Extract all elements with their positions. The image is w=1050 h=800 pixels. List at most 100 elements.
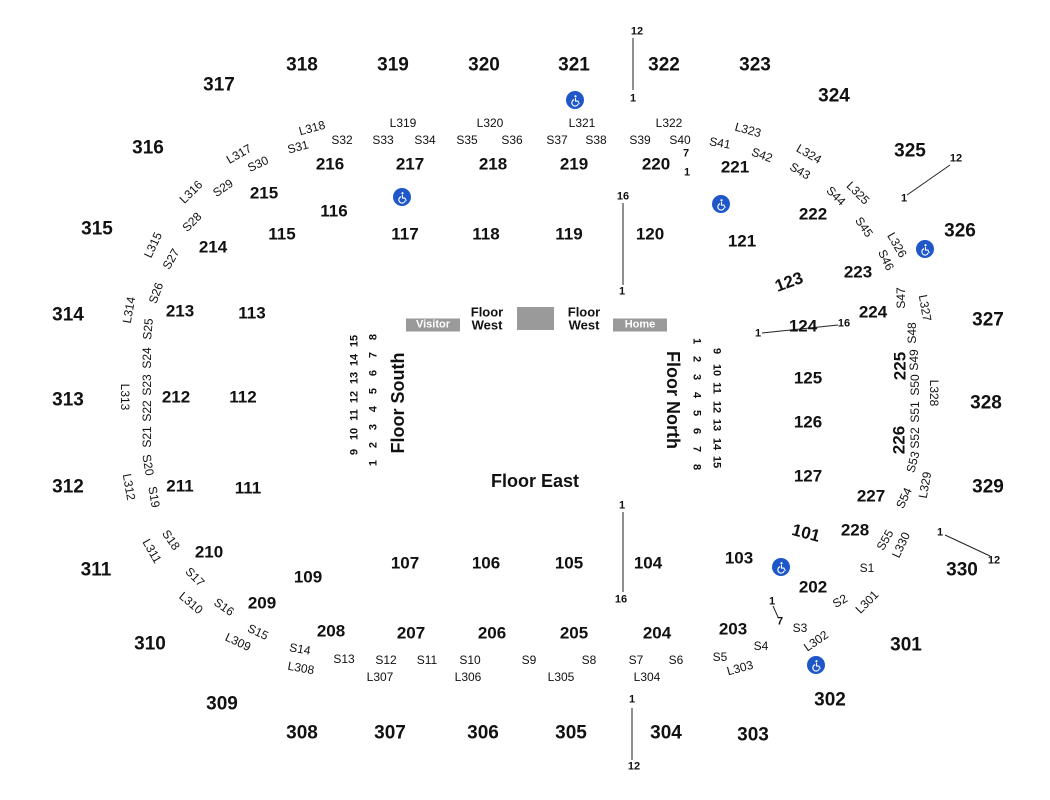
section-227[interactable]: 227 — [856, 486, 886, 506]
section-210[interactable]: 210 — [194, 542, 224, 562]
suite-S9[interactable]: S9 — [521, 653, 537, 667]
loge-L328[interactable]: L328 — [927, 379, 941, 407]
section-216[interactable]: 216 — [315, 154, 345, 174]
suite-S7[interactable]: S7 — [628, 653, 644, 667]
suite-S10[interactable]: S10 — [459, 653, 481, 667]
section-319[interactable]: 319 — [377, 54, 409, 76]
section-310[interactable]: 310 — [134, 633, 166, 655]
suite-S8[interactable]: S8 — [581, 653, 597, 667]
floor-north-label[interactable]: Floor North — [663, 351, 683, 449]
section-202[interactable]: 202 — [798, 577, 828, 597]
section-221[interactable]: 221 — [720, 157, 750, 177]
floor-south-row-number[interactable]: 1 — [367, 459, 380, 467]
suite-S1[interactable]: S1 — [859, 561, 875, 575]
section-117[interactable]: 117 — [391, 224, 419, 244]
suite-S32[interactable]: S32 — [331, 133, 353, 147]
row-number[interactable]: 12 — [627, 760, 641, 773]
section-329[interactable]: 329 — [972, 476, 1004, 498]
floor-north-row-number[interactable]: 8 — [690, 463, 703, 471]
floor-north-row-number[interactable]: 13 — [710, 418, 723, 432]
section-116[interactable]: 116 — [320, 201, 348, 221]
section-220[interactable]: 220 — [641, 154, 671, 174]
suite-S51[interactable]: S51 — [908, 401, 922, 423]
loge-L320[interactable]: L320 — [476, 116, 504, 130]
section-223[interactable]: 223 — [843, 262, 873, 282]
floor-south-row-number[interactable]: 7 — [367, 351, 380, 359]
section-302[interactable]: 302 — [814, 689, 846, 711]
section-312[interactable]: 312 — [52, 476, 84, 498]
row-number[interactable]: 12 — [949, 152, 963, 165]
floor-north-row-number[interactable]: 3 — [690, 373, 703, 381]
floor-south-row-number[interactable]: 6 — [367, 369, 380, 377]
row-number[interactable]: 12 — [987, 554, 1001, 567]
floor-north-row-number[interactable]: 12 — [710, 400, 723, 413]
floor-north-row-number[interactable]: 11 — [710, 382, 723, 394]
suite-S22[interactable]: S22 — [140, 400, 154, 422]
section-323[interactable]: 323 — [739, 54, 771, 76]
suite-S34[interactable]: S34 — [414, 133, 436, 147]
floor-north-row-number[interactable]: 7 — [690, 445, 703, 453]
section-104[interactable]: 104 — [633, 553, 663, 573]
floor-south-row-number[interactable]: 2 — [367, 441, 380, 449]
section-204[interactable]: 204 — [642, 623, 672, 643]
suite-S11[interactable]: S11 — [416, 653, 438, 667]
floor-north-row-number[interactable]: 14 — [710, 437, 723, 450]
suite-S40[interactable]: S40 — [669, 133, 691, 147]
suite-S49[interactable]: S49 — [907, 349, 921, 371]
suite-S37[interactable]: S37 — [546, 133, 568, 147]
section-314[interactable]: 314 — [52, 304, 84, 326]
section-113[interactable]: 113 — [238, 303, 266, 323]
section-127[interactable]: 127 — [793, 466, 823, 486]
suite-S48[interactable]: S48 — [905, 322, 919, 344]
suite-S47[interactable]: S47 — [894, 287, 908, 309]
section-206[interactable]: 206 — [477, 623, 507, 643]
suite-S6[interactable]: S6 — [668, 653, 684, 667]
floor-south-row-number[interactable]: 8 — [367, 333, 380, 341]
section-228[interactable]: 228 — [840, 520, 870, 540]
section-211[interactable]: 211 — [166, 476, 194, 496]
section-120[interactable]: 120 — [635, 224, 665, 244]
section-225[interactable]: 225 — [890, 351, 910, 381]
section-305[interactable]: 305 — [555, 722, 587, 744]
section-209[interactable]: 209 — [247, 593, 277, 613]
floor-south-label[interactable]: Floor South — [388, 352, 408, 454]
floor-north-row-number[interactable]: 5 — [690, 409, 703, 417]
loge-L319[interactable]: L319 — [389, 116, 417, 130]
section-321[interactable]: 321 — [558, 54, 590, 76]
section-301[interactable]: 301 — [890, 634, 922, 656]
section-109[interactable]: 109 — [293, 567, 323, 587]
section-322[interactable]: 322 — [648, 54, 680, 76]
loge-L305[interactable]: L305 — [547, 670, 575, 684]
floor-west-label[interactable]: Floor — [470, 304, 504, 320]
floor-west-label[interactable]: Floor — [567, 304, 601, 320]
section-121[interactable]: 121 — [727, 231, 757, 251]
section-309[interactable]: 309 — [206, 693, 238, 715]
section-208[interactable]: 208 — [316, 621, 346, 641]
section-119[interactable]: 119 — [555, 224, 583, 244]
section-105[interactable]: 105 — [554, 553, 584, 573]
row-number[interactable]: 1 — [768, 595, 776, 608]
loge-L304[interactable]: L304 — [633, 670, 661, 684]
section-317[interactable]: 317 — [203, 74, 235, 96]
section-325[interactable]: 325 — [894, 140, 926, 162]
suite-S19[interactable]: S19 — [145, 485, 163, 509]
floor-south-row-number[interactable]: 12 — [348, 390, 361, 403]
section-306[interactable]: 306 — [467, 722, 499, 744]
section-215[interactable]: 215 — [249, 183, 279, 203]
suite-S38[interactable]: S38 — [585, 133, 607, 147]
visitor-bench[interactable]: Visitor — [406, 318, 460, 332]
floor-south-row-number[interactable]: 4 — [367, 405, 380, 413]
floor-north-row-number[interactable]: 10 — [710, 363, 723, 376]
row-number[interactable]: 1 — [936, 526, 944, 539]
floor-south-row-number[interactable]: 3 — [367, 423, 380, 431]
row-number[interactable]: 1 — [900, 192, 908, 205]
section-203[interactable]: 203 — [718, 619, 748, 639]
section-126[interactable]: 126 — [793, 412, 823, 432]
floor-north-row-number[interactable]: 6 — [690, 427, 703, 435]
suite-S25[interactable]: S25 — [140, 317, 156, 341]
loge-L322[interactable]: L322 — [655, 116, 683, 130]
row-number[interactable]: 7 — [682, 147, 690, 160]
suite-S14[interactable]: S14 — [288, 640, 312, 658]
row-number[interactable]: 1 — [629, 92, 637, 105]
floor-west-label[interactable]: West — [568, 317, 600, 333]
